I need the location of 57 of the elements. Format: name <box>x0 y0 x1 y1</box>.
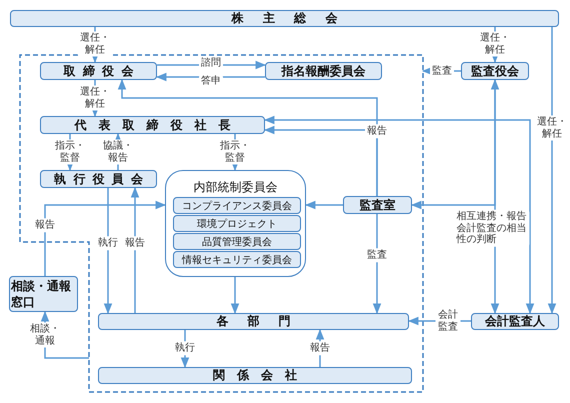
edge-label: 報告 <box>365 124 389 138</box>
arrow <box>130 186 140 313</box>
org-box <box>461 62 529 80</box>
org-box <box>471 313 559 330</box>
edge-label: 報告 <box>33 218 57 232</box>
org-box <box>265 62 382 80</box>
org-label: 監査役会 <box>471 62 519 80</box>
arrow <box>157 60 266 70</box>
org-box <box>98 313 409 330</box>
edge-label: 執行 <box>173 341 197 355</box>
edge-label: 報告 <box>308 341 332 355</box>
org-box <box>40 170 157 188</box>
edge-label: 相互連携・報告会計監査の相当性の判断 <box>454 210 530 246</box>
org-label: コンプライアンス委員会 <box>182 200 292 212</box>
org-label: 代表取締役社長 <box>73 116 242 134</box>
arrow <box>180 330 190 368</box>
edge-label: 監査 <box>430 64 454 78</box>
edge-label: 会計監査 <box>436 308 460 334</box>
org-box <box>173 215 301 232</box>
org-label: 取締役会 <box>62 62 140 80</box>
org-label: 品質管理委員会 <box>202 236 272 248</box>
arrow <box>548 27 556 314</box>
edge-label: 報告 <box>123 236 147 250</box>
arrow <box>316 328 324 367</box>
org-box <box>343 196 412 214</box>
org-label: 環境プロジェクト <box>197 218 277 230</box>
org-label: 株主総会 <box>230 10 356 27</box>
org-label: 監査室 <box>360 196 396 214</box>
edge-label: 監査 <box>365 248 389 262</box>
arrow <box>104 188 112 314</box>
org-box <box>9 276 78 312</box>
org-box <box>173 251 301 268</box>
edge-label: 答申 <box>199 74 223 88</box>
edge-label: 諮問 <box>199 56 223 70</box>
org-box <box>173 197 301 214</box>
org-label: 会計監査人 <box>485 313 545 330</box>
arrow <box>304 200 343 210</box>
org-label: 関係会社 <box>212 367 309 384</box>
arrow <box>44 200 166 276</box>
arrow <box>264 116 534 314</box>
arrow <box>372 214 382 314</box>
arrow <box>264 126 378 196</box>
org-label: 情報セキュリティ委員会 <box>182 254 292 266</box>
arrow <box>410 80 496 210</box>
org-box <box>40 116 265 134</box>
org-label: 執行役員会 <box>53 170 150 188</box>
arrow <box>230 277 240 314</box>
org-label: 指名報酬委員会 <box>282 62 366 80</box>
org-box <box>173 233 301 250</box>
org-box <box>40 62 157 80</box>
org-box <box>10 10 559 27</box>
committee-group-box <box>165 170 306 277</box>
org-box <box>98 367 412 384</box>
edge-label: 執行 <box>96 236 120 250</box>
org-label: 相談・通報窓口 <box>11 278 72 310</box>
org-label: 各部門 <box>215 313 310 330</box>
org-label: 内部統制委員会 <box>194 179 278 196</box>
